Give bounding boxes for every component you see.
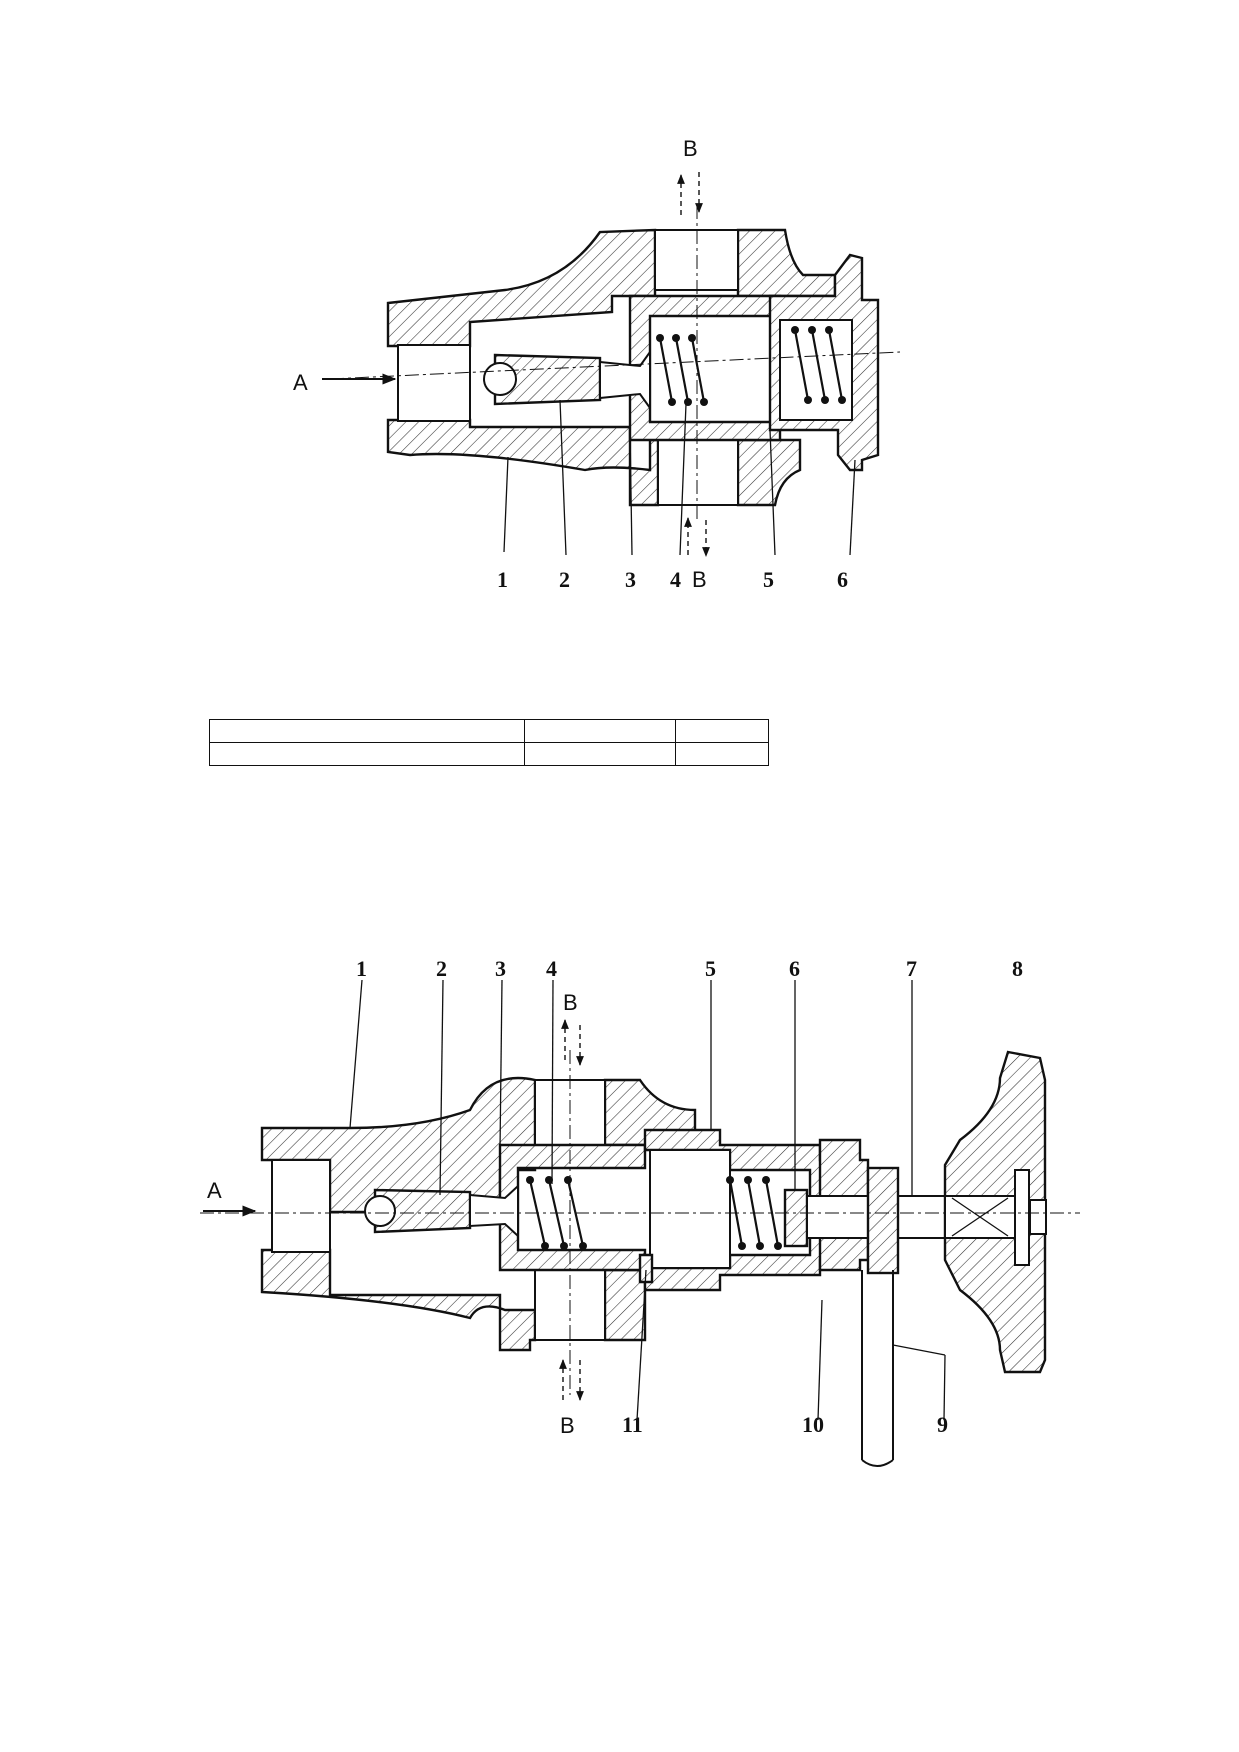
fig1-ball: [483, 362, 517, 396]
fig2-part-numbers-bottom: 11 10 9: [622, 1412, 948, 1437]
fig2-sleeve-bore: [649, 1149, 731, 1269]
fig1-label-b-bottom: B: [692, 567, 707, 592]
fig2-part-2: 2: [436, 956, 447, 981]
fig1-spring-4: [656, 334, 708, 406]
fig1-leader-lines: [503, 399, 856, 556]
fig2-part-4: 4: [546, 956, 557, 981]
fig1-spring-6: [791, 326, 846, 404]
table-cell: [675, 719, 769, 743]
fig2-hub-cross: [951, 1197, 1009, 1237]
fig2-part-11: 11: [622, 1412, 643, 1437]
table-cell: [675, 742, 769, 766]
fig1-cap-bore: [779, 319, 853, 421]
fig2-label-b-bottom: B: [560, 1413, 575, 1438]
fig2-body-lower: [260, 1248, 537, 1352]
fig1-part-numbers: 1 2 3 4 B 5 6: [497, 567, 848, 592]
fig1-part-6: 6: [837, 567, 848, 592]
fig2-poppet-cone: [469, 1183, 519, 1239]
figure-2-valve-section: A B B 1 2 3 4 5 6 7 8 11 10 9: [200, 956, 1080, 1467]
table-cell: [524, 719, 676, 743]
fig2-lever-9: [861, 1270, 894, 1467]
fig2-part-3: 3: [495, 956, 506, 981]
fig2-seat-housing: [498, 1143, 647, 1272]
fig2-label-b-top: B: [563, 990, 578, 1015]
fig2-nut: [1029, 1199, 1047, 1235]
fig2-part-numbers-top: 1 2 3 4 5 6 7 8: [356, 956, 1023, 981]
fig2-piston-6: [783, 1188, 809, 1248]
fig1-label-b-top: B: [683, 136, 698, 161]
fig2-washer: [1014, 1169, 1030, 1266]
fig1-port-b-bottom: [657, 439, 739, 506]
table-cell: [524, 742, 676, 766]
fig2-gasket-11: [638, 1253, 654, 1284]
table-cell: [209, 742, 525, 766]
fig1-body-lower: [386, 418, 660, 507]
fig2-part-9: 9: [937, 1412, 948, 1437]
figure-1-valve-section: A B 1 2 3 4 B 5 6: [293, 136, 901, 592]
fig1-part-5: 5: [763, 567, 774, 592]
fig2-part-5: 5: [705, 956, 716, 981]
empty-table: [209, 719, 769, 766]
fig1-label-a: A: [293, 370, 308, 395]
fig2-body-upper-right: [603, 1078, 697, 1147]
fig2-inlet-bore: [271, 1159, 331, 1253]
fig2-part-8: 8: [1012, 956, 1023, 981]
fig2-label-a: A: [207, 1178, 222, 1203]
fig1-body-upper: [386, 228, 657, 348]
fig1-part-1: 1: [497, 567, 508, 592]
fig2-leader-lines: [349, 979, 946, 1421]
fig1-body-lower-right: [736, 438, 802, 507]
fig2-ball: [364, 1195, 396, 1227]
fig1-centerline: [329, 351, 901, 380]
fig1-part-2: 2: [559, 567, 570, 592]
fig1-inlet-bore: [397, 344, 471, 422]
fig2-part-6: 6: [789, 956, 800, 981]
table-cell: [209, 719, 525, 743]
table-row: [209, 742, 769, 766]
fig1-part-4: 4: [670, 567, 681, 592]
fig2-part-1: 1: [356, 956, 367, 981]
fig2-part-7: 7: [906, 956, 917, 981]
fig2-part-10: 10: [802, 1412, 824, 1437]
table-row: [209, 719, 769, 743]
fig1-body-upper-right: [736, 228, 837, 298]
fig1-seat-housing: [628, 294, 782, 442]
fig2-locknut-10: [866, 1166, 900, 1275]
fig1-part-3: 3: [625, 567, 636, 592]
